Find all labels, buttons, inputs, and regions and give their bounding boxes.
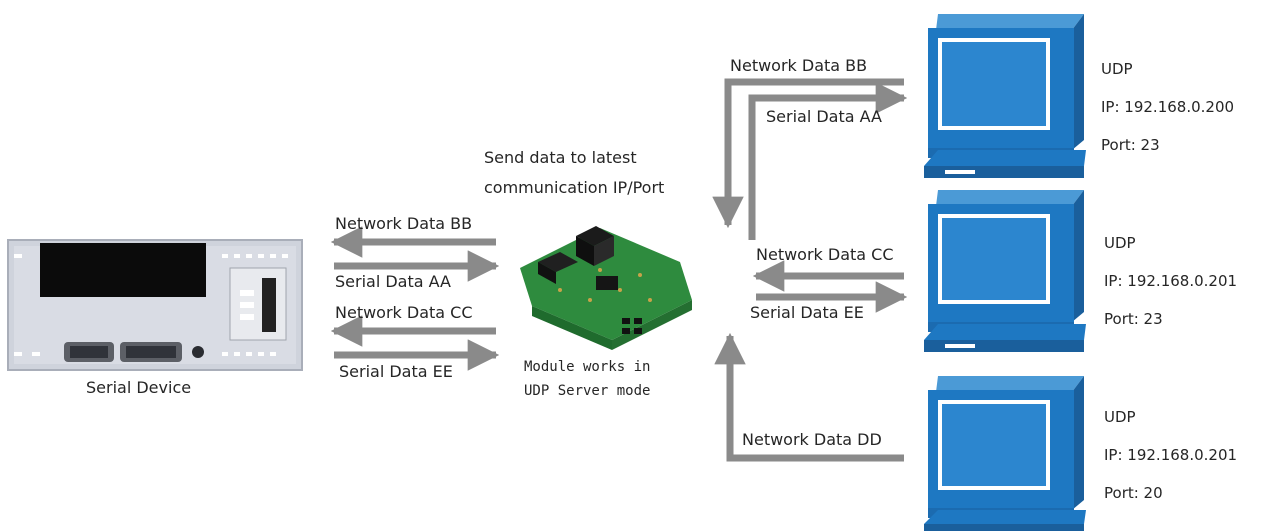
host-3-port: Port: 20	[1104, 484, 1163, 502]
module-board-icon	[520, 226, 692, 350]
host-info-1: UDP IP: 192.168.0.200 Port: 23	[1101, 50, 1234, 164]
host-1-proto: UDP	[1101, 60, 1133, 78]
host-2-port: Port: 23	[1104, 310, 1163, 328]
pc-icon-2	[924, 190, 1086, 352]
host-info-3: UDP IP: 192.168.0.201 Port: 20	[1104, 398, 1237, 512]
module-caption-line2: UDP Server mode	[524, 383, 651, 399]
pc-icon-3	[924, 376, 1086, 531]
serial-device-label: Serial Device	[86, 378, 192, 397]
left-label-network-cc: Network Data CC	[335, 303, 473, 322]
center-note-line2: communication IP/Port	[484, 178, 665, 197]
center-note-line1: Send data to latest	[484, 148, 637, 167]
right-label-network-cc: Network Data CC	[756, 245, 894, 264]
left-label-serial-aa: Serial Data AA	[335, 272, 451, 291]
host-2-ip: IP: 192.168.0.201	[1104, 272, 1238, 290]
host-3-ip: IP: 192.168.0.201	[1104, 446, 1238, 464]
host-1-port: Port: 23	[1101, 136, 1160, 154]
host-info-2: UDP IP: 192.168.0.201 Port: 23	[1104, 224, 1237, 338]
pc-icon-1	[924, 14, 1086, 178]
module-caption-line1: Module works in	[524, 359, 651, 375]
host-3-proto: UDP	[1104, 408, 1136, 426]
right-label-serial-ee: Serial Data EE	[750, 303, 864, 322]
arrow-network-bb-pc1	[712, 78, 904, 229]
host-1-ip: IP: 192.168.0.200	[1101, 98, 1235, 116]
arrow-serial-aa-pc1	[748, 82, 908, 240]
serial-device-icon	[7, 239, 303, 371]
right-label-network-bb: Network Data BB	[730, 56, 868, 75]
arrow-network-dd-pc3	[714, 332, 904, 462]
right-label-network-dd: Network Data DD	[742, 430, 882, 449]
left-label-serial-ee: Serial Data EE	[339, 362, 453, 381]
host-2-proto: UDP	[1104, 234, 1136, 252]
left-label-network-bb: Network Data BB	[335, 214, 473, 233]
right-label-serial-aa: Serial Data AA	[766, 107, 882, 126]
